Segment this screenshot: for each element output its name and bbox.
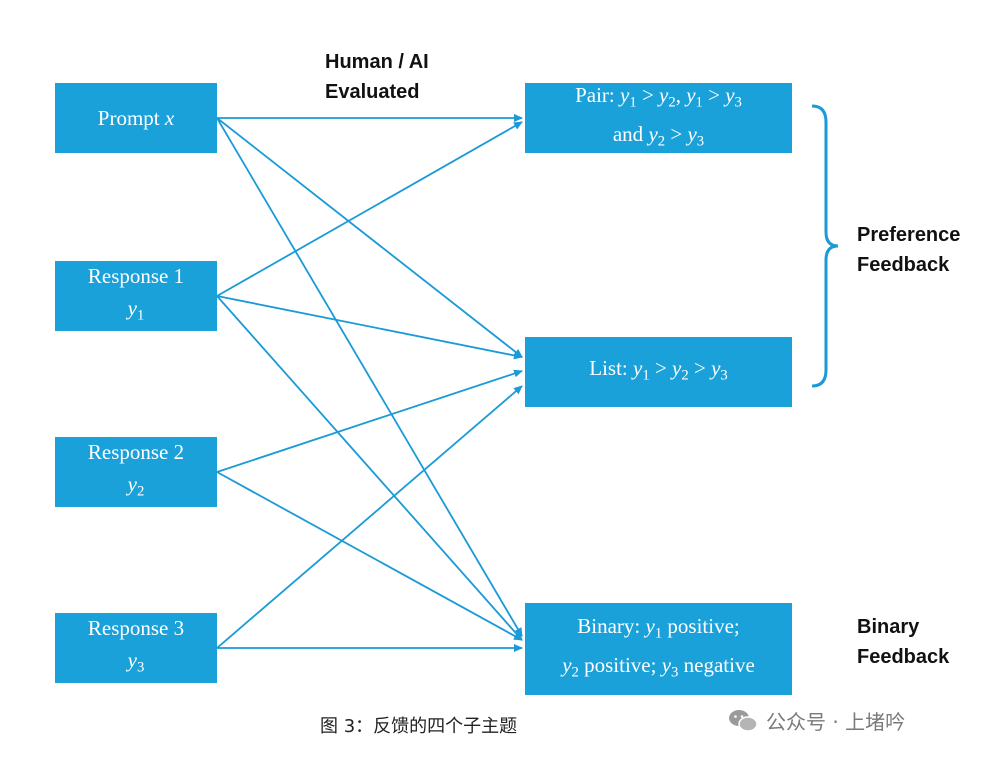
response3-box: Response 3 y3 [55, 613, 217, 683]
wechat-icon [729, 709, 758, 732]
response1-box: Response 1 y1 [55, 261, 217, 331]
evaluator-label: Human / AI Evaluated [325, 51, 429, 103]
response2-box: Response 2 y2 [55, 437, 217, 507]
figure-caption: 图 3：反馈的四个子主题 [320, 716, 518, 737]
watermark: 公众号 · 上堵吟 [728, 706, 905, 735]
prompt-var: x [164, 106, 175, 130]
arrow-response1-to-binary [216, 295, 523, 641]
preference-feedback-label: Preference Feedback [857, 224, 961, 276]
response2-label: Response 2 [87, 440, 185, 465]
prompt-label: Prompt [97, 106, 165, 130]
response1-label: Response 1 [87, 264, 185, 289]
list-box: List: y1 > y2 > y3 [525, 337, 792, 407]
arrow-response2-to-binary [216, 471, 523, 641]
watermark-text: 公众号 · 上堵吟 [766, 710, 906, 734]
preference-brace [811, 104, 839, 388]
response3-label: Response 3 [87, 616, 185, 641]
arrow-response2-to-list [216, 369, 523, 473]
binary-box: Binary: y1 positive; y2 positive; y3 neg… [525, 603, 792, 695]
arrow-response3-to-list [216, 385, 523, 649]
arrow-prompt-to-binary [216, 117, 523, 637]
binary-feedback-label: Binary Feedback [857, 616, 950, 668]
pair-box: Pair: y1 > y2, y1 > y3 and y2 > y3 [525, 83, 792, 153]
arrow-response1-to-list [216, 295, 523, 360]
prompt-box: Prompt x [55, 83, 217, 153]
arrow-prompt-to-list [216, 117, 523, 358]
arrow-response1-to-pair [216, 121, 523, 297]
